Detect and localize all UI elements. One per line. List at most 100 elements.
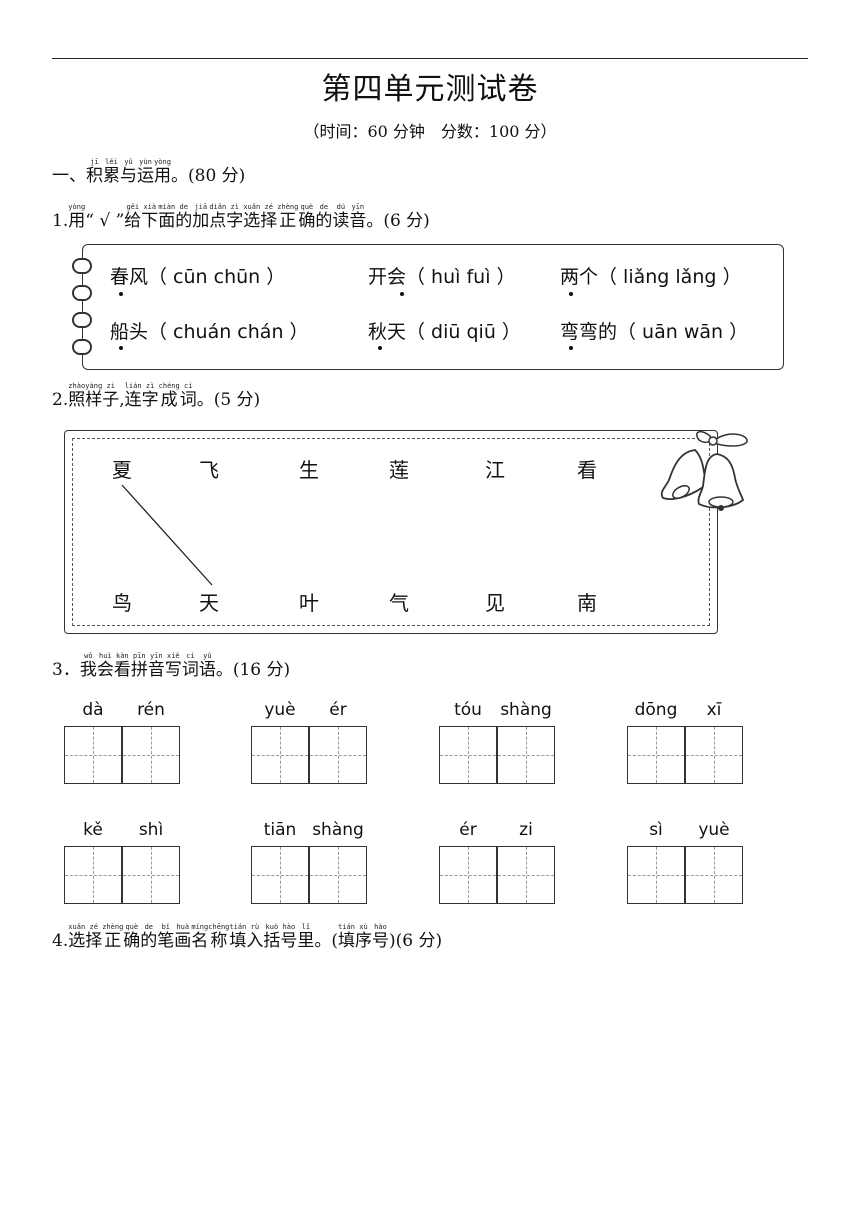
pinyin-label: tóu bbox=[454, 700, 482, 720]
hanzi: 的 bbox=[140, 931, 158, 951]
hanzi: 会 bbox=[96, 660, 114, 680]
section-1-suffix: 。(80 分) bbox=[171, 166, 246, 186]
writing-cell[interactable] bbox=[122, 726, 180, 784]
hanzi: 拼 bbox=[130, 660, 148, 680]
match-char[interactable]: 生 bbox=[299, 458, 319, 482]
writing-cell[interactable] bbox=[439, 726, 497, 784]
emphasis-dot bbox=[119, 346, 123, 350]
pinyin: wǒ bbox=[79, 652, 97, 660]
pinyin-label: yuè bbox=[264, 700, 296, 720]
pinyin-label: rén bbox=[137, 700, 165, 720]
hanzi: 子 bbox=[102, 390, 120, 410]
q1-item-word: 开会 bbox=[368, 266, 407, 288]
pinyin: kuò bbox=[263, 923, 281, 931]
annotated-char: 择zé bbox=[260, 203, 277, 231]
pinyin-label: shàng bbox=[500, 700, 552, 720]
annotated-char: 运yùn bbox=[137, 158, 154, 186]
annotated-char: 序xù bbox=[355, 923, 372, 951]
hanzi: 择 bbox=[85, 931, 103, 951]
hanzi: 画 bbox=[174, 931, 192, 951]
writing-cell[interactable] bbox=[627, 726, 685, 784]
annotated-char: 会huì bbox=[96, 652, 114, 680]
pinyin: de bbox=[315, 203, 333, 211]
annotated-char: 确què bbox=[298, 203, 315, 231]
annotated-char: 拼pīn bbox=[130, 652, 148, 680]
q1-item-options: （ chuán chán ） bbox=[148, 321, 309, 343]
match-char[interactable]: 南 bbox=[577, 591, 597, 615]
annotated-char: 给gěi bbox=[124, 203, 141, 231]
hanzi: 的 bbox=[315, 211, 333, 231]
annotated-char: 的de bbox=[315, 203, 333, 231]
q1-item-word: 秋天 bbox=[368, 321, 407, 343]
match-char[interactable]: 看 bbox=[577, 458, 597, 482]
hanzi: 选 bbox=[243, 211, 261, 231]
q1-item-word: 弯弯的 bbox=[560, 321, 618, 343]
match-char[interactable]: 飞 bbox=[199, 458, 219, 482]
writing-cell[interactable] bbox=[627, 846, 685, 904]
hanzi: 成 bbox=[158, 390, 180, 410]
annotated-char: 词cí bbox=[182, 652, 199, 680]
match-char[interactable]: 天 bbox=[199, 591, 219, 615]
q1-item-options: （ liǎng lǎng ） bbox=[598, 266, 742, 288]
pinyin: zi bbox=[102, 382, 120, 390]
writing-cell[interactable] bbox=[685, 726, 743, 784]
match-char[interactable]: 见 bbox=[485, 591, 505, 615]
pinyin: de bbox=[175, 203, 193, 211]
writing-cell[interactable] bbox=[64, 726, 122, 784]
writing-cell[interactable] bbox=[309, 726, 367, 784]
annotated-char: 号hào bbox=[280, 923, 297, 951]
q2-instruction: 2.照zhào样yàng子zi,连lián字zì成chéng词cí。(5 分) bbox=[52, 382, 260, 410]
annotated-char: 笔bǐ bbox=[157, 923, 174, 951]
binder-ring bbox=[72, 285, 92, 301]
match-char[interactable]: 鸟 bbox=[112, 591, 132, 615]
pinyin-label: shàng bbox=[312, 820, 364, 840]
emphasis-dot bbox=[378, 346, 382, 350]
text-fragment: 2. bbox=[52, 390, 69, 410]
pinyin-label: zi bbox=[519, 820, 533, 840]
pinyin: huà bbox=[174, 923, 192, 931]
writing-cell[interactable] bbox=[122, 846, 180, 904]
pinyin: bǐ bbox=[157, 923, 175, 931]
q1-item-word: 春风 bbox=[110, 266, 149, 288]
pinyin: yǔ bbox=[120, 158, 137, 166]
writing-cell[interactable] bbox=[497, 726, 555, 784]
text-fragment: )(6 分) bbox=[389, 931, 443, 951]
page-title: 第四单元测试卷 bbox=[321, 72, 539, 107]
pinyin: gěi bbox=[124, 203, 142, 211]
writing-cell[interactable] bbox=[251, 726, 309, 784]
page-subtitle: （时间：60 分钟 分数：100 分） bbox=[303, 122, 557, 141]
hanzi: 填 bbox=[338, 931, 355, 951]
section-1-heading: 一、积jī累lěi与yǔ运yùn用yòng。(80 分) bbox=[52, 158, 245, 186]
annotated-char: 样yàng bbox=[85, 382, 102, 410]
pinyin: dú bbox=[332, 203, 350, 211]
writing-cell[interactable] bbox=[309, 846, 367, 904]
writing-cell[interactable] bbox=[439, 846, 497, 904]
match-char[interactable]: 江 bbox=[485, 458, 505, 482]
writing-cell[interactable] bbox=[497, 846, 555, 904]
hanzi: 我 bbox=[79, 660, 97, 680]
pinyin: zé bbox=[85, 923, 103, 931]
annotated-char: 下xià bbox=[141, 203, 158, 231]
pinyin-label: sì bbox=[649, 820, 663, 840]
match-char[interactable]: 莲 bbox=[389, 458, 409, 482]
pinyin: què bbox=[298, 203, 316, 211]
match-char[interactable]: 气 bbox=[389, 591, 409, 615]
annotated-char: 积jī bbox=[86, 158, 103, 186]
hanzi: 里 bbox=[297, 931, 315, 951]
match-char[interactable]: 叶 bbox=[299, 591, 319, 615]
writing-cell[interactable] bbox=[64, 846, 122, 904]
text-fragment: , bbox=[119, 390, 125, 410]
writing-cell[interactable] bbox=[251, 846, 309, 904]
annotated-char: 词cí bbox=[180, 382, 197, 410]
hanzi: 加 bbox=[192, 211, 210, 231]
match-char[interactable]: 夏 bbox=[112, 458, 132, 482]
pinyin: xià bbox=[141, 203, 159, 211]
q1-item-options: （ diū qiū ） bbox=[406, 321, 521, 343]
pinyin: rù bbox=[246, 923, 264, 931]
writing-cell[interactable] bbox=[685, 846, 743, 904]
text-fragment: 4. bbox=[52, 931, 69, 951]
annotated-char: 里lǐ bbox=[297, 923, 315, 951]
annotated-char: 正zhèng bbox=[277, 203, 298, 231]
annotated-char: 字zì bbox=[142, 382, 159, 410]
hanzi: 正 bbox=[102, 931, 124, 951]
